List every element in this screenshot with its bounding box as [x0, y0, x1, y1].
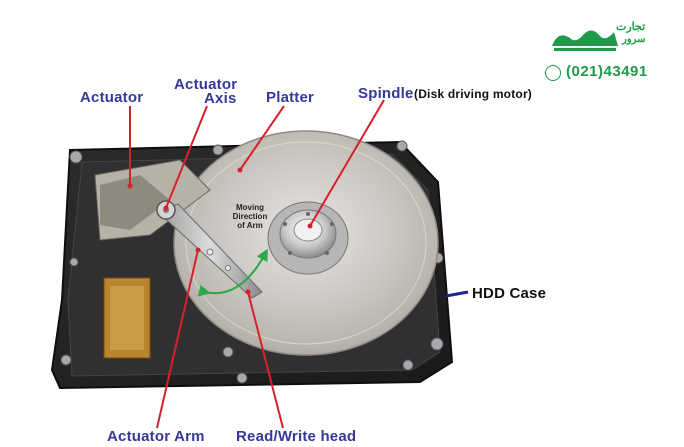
label-spindle: Spindle [358, 85, 414, 102]
brand-phone: (021)43491 [566, 63, 648, 80]
label-actuator-arm: Actuator Arm [107, 428, 205, 445]
label-moving-direction: Moving Direction of Arm [220, 203, 280, 230]
label-platter: Platter [266, 89, 314, 106]
brand-word-2: سرور [622, 34, 646, 45]
label-actuator-axis-2: Axis [204, 90, 237, 107]
label-spindle-note: (Disk driving motor) [414, 87, 532, 101]
pointer-hdd-case [446, 292, 468, 296]
label-read-write-head: Read/Write head [236, 428, 356, 445]
spindle-cap [294, 219, 322, 241]
brand-word-1: تجارت [616, 20, 645, 33]
label-actuator: Actuator [80, 89, 143, 106]
label-hdd-case: HDD Case [472, 285, 546, 302]
phone-icon [545, 65, 561, 81]
